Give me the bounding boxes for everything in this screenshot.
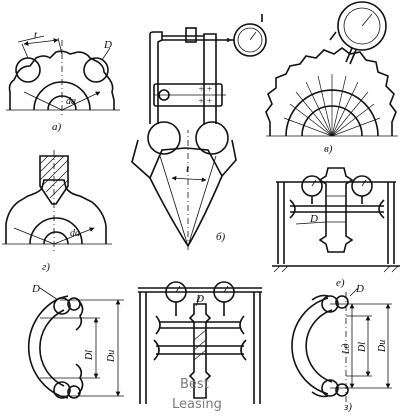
panel-e: D е): [272, 167, 400, 289]
caption-v: в): [324, 143, 333, 155]
caption-e: е): [336, 277, 345, 289]
panel-z: D Lд Dl Du з): [291, 283, 392, 413]
pitch-label-b: t: [186, 163, 190, 175]
panel-zh: D: [138, 281, 262, 404]
panel-g: dа г): [2, 150, 112, 273]
tip-diameter-label-g: dа: [70, 228, 80, 239]
roller-diameter-label-zh: D: [195, 293, 204, 305]
svg-text:+ +: + +: [198, 96, 212, 106]
roller-diameter-label-z: D: [355, 283, 364, 295]
watermark-line-2: Leasing: [172, 397, 222, 412]
measure-label-ld-z: Lд: [341, 343, 352, 355]
roller-diameter-label-a: D: [103, 39, 112, 51]
measure-label-du-z: Du: [377, 340, 388, 353]
measure-label-dl-d: Dl: [84, 350, 95, 361]
caption-a: а): [52, 121, 62, 133]
panel-b: + + + + t б): [131, 14, 267, 250]
roller-diameter-label-e: D: [309, 213, 318, 225]
measure-label-du-d: Du: [106, 350, 117, 363]
caption-b: б): [216, 231, 226, 243]
tip-diameter-label-a: dа: [66, 96, 76, 107]
measure-label-dl-z: Dl: [357, 342, 368, 353]
pitch-label-a: t: [34, 29, 38, 41]
panel-d: D Dl Du: [27, 283, 124, 399]
roller-diameter-label-d: D: [31, 283, 40, 295]
panel-v: в): [265, 1, 398, 155]
caption-g: г): [42, 261, 50, 273]
svg-text:+ +: + +: [198, 84, 212, 94]
watermark-line-1: Best: [180, 377, 209, 392]
panel-a: t D dа а): [6, 29, 120, 133]
caption-z: з): [343, 401, 352, 413]
